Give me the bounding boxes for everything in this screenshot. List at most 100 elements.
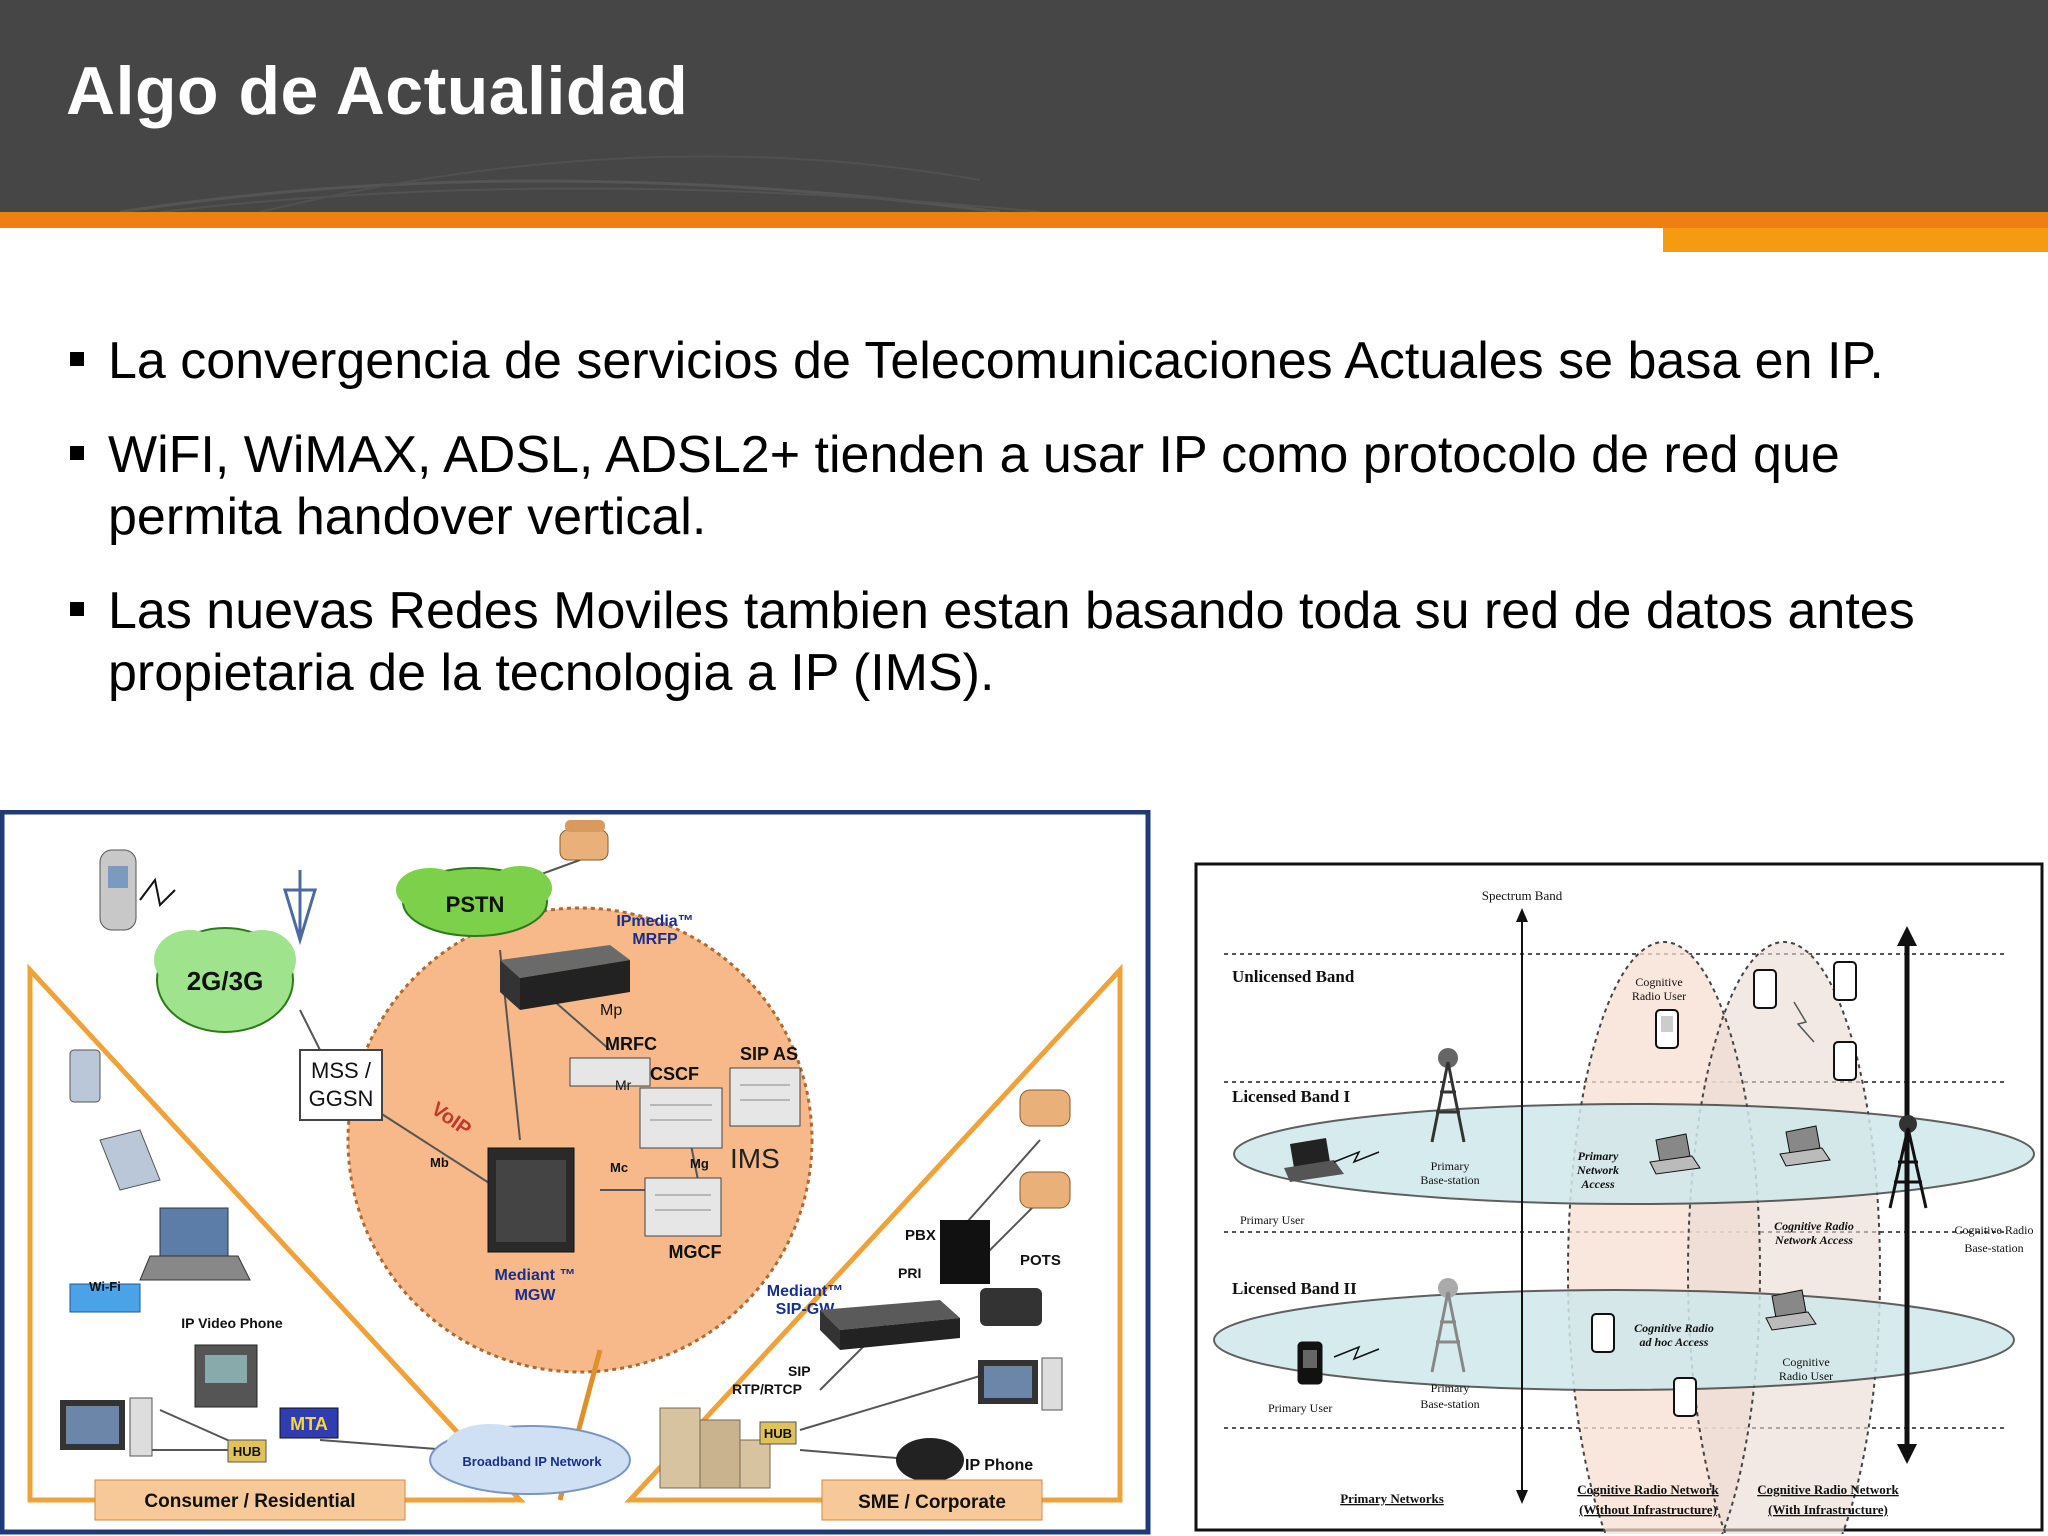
wireless-signal-icon — [139, 877, 176, 908]
unlicensed-band-label: Unlicensed Band — [1232, 967, 1355, 986]
mg-label: Mg — [690, 1156, 709, 1171]
analog-phone-icon — [1019, 1089, 1071, 1127]
mgcf-server-icon — [644, 1177, 722, 1237]
primary-access-label-2: Network — [1576, 1163, 1619, 1177]
mediant-mgw-label: Mediant ™ — [495, 1267, 576, 1284]
cognitive-radio-diagram: Spectrum Band Unlicensed Band Licensed B… — [1194, 862, 2046, 1534]
bullet-text: WiFI, WiMAX, ADSL, ADSL2+ tienden a usar… — [108, 426, 1840, 546]
primary-user2-label: Primary User — [1268, 1401, 1332, 1415]
wireless-link-icon — [1333, 1150, 1380, 1164]
cr-adhoc-label-2: ad hoc Access — [1640, 1335, 1709, 1349]
desktop-pc-icon — [60, 1397, 153, 1457]
pbx-icon — [940, 1220, 990, 1284]
bullet-item: WiFI, WiMAX, ADSL, ADSL2+ tienden a usar… — [70, 424, 1990, 548]
primary-bs2-label: Primary — [1431, 1381, 1470, 1395]
crn-without-label: Cognitive Radio Network — [1577, 1482, 1719, 1497]
bullet-square-icon — [70, 602, 84, 616]
cr-user-bottom-label-2: Radio User — [1779, 1369, 1833, 1383]
pda-icon — [1833, 1041, 1857, 1081]
broadband-label: Broadband IP Network — [462, 1454, 602, 1469]
laptop-icon — [139, 1207, 251, 1281]
cr-user-bottom-label: Cognitive — [1782, 1355, 1829, 1369]
pda-icon — [1673, 1377, 1697, 1417]
wireless-link-icon — [1333, 1345, 1380, 1361]
ip-phone-icon — [896, 1438, 964, 1482]
pda-icon — [1753, 969, 1777, 1009]
mss-ggsn-box — [299, 1049, 383, 1121]
primary-base-station-icon — [1430, 1278, 1466, 1373]
pots-label: POTS — [1020, 1252, 1061, 1269]
sip-label: SIP — [788, 1363, 811, 1379]
primary-bs1-label-2: Base-station — [1420, 1173, 1479, 1187]
mrfc-label: MRFC — [605, 1034, 657, 1054]
broadband-cloud-icon — [429, 1424, 631, 1495]
pri-label: PRI — [898, 1265, 921, 1281]
primary-access-label-3: Access — [1580, 1177, 1615, 1191]
pda-icon — [1833, 961, 1857, 1001]
cell-label: 2G/3G — [187, 966, 264, 996]
cr-bs-label: Cognitive Radio — [1955, 1223, 2034, 1237]
primary-bs1-label: Primary — [1431, 1159, 1470, 1173]
sip-as-server-icon — [729, 1067, 801, 1127]
laptop-icon — [1649, 1133, 1701, 1175]
mss-label: MSS / — [311, 1058, 372, 1083]
pda-icon — [1297, 1341, 1323, 1385]
slide-header: Algo de Actualidad — [0, 0, 2048, 212]
licensed-band-1-label: Licensed Band I — [1232, 1087, 1350, 1106]
ip-phone-label: IP Phone — [965, 1457, 1033, 1474]
ipmedia-label: IPmedia™ — [616, 913, 693, 930]
primary-user1-label: Primary User — [1240, 1213, 1304, 1227]
pbx-label: PBX — [905, 1227, 936, 1244]
mta-label: MTA — [290, 1414, 328, 1434]
sip-gateway-icon — [820, 1300, 960, 1350]
desk-phone-icon — [980, 1288, 1042, 1326]
bullet-square-icon — [70, 352, 84, 366]
ims-label: IMS — [730, 1143, 780, 1174]
bullet-square-icon — [70, 446, 84, 460]
laptop-icon — [1284, 1138, 1344, 1182]
primary-networks-label: Primary Networks — [1340, 1491, 1444, 1506]
bullet-item: Las nuevas Redes Moviles tambien estan b… — [70, 580, 1990, 704]
handheld-icon — [99, 1129, 161, 1191]
ims-circle — [346, 906, 814, 1374]
header-swoosh-decoration — [119, 155, 1041, 212]
licensed-band-2-label: Licensed Band II — [1232, 1279, 1357, 1298]
mta-box — [279, 1407, 339, 1439]
rtp-label: RTP/RTCP — [732, 1381, 802, 1397]
cr-net-access-label-2: Network Access — [1774, 1233, 1853, 1247]
cr-user-top-label-2: Radio User — [1632, 989, 1686, 1003]
mobile-phone-icon — [99, 849, 137, 931]
header-orange-bar — [0, 212, 2048, 228]
sip-as-label: SIP AS — [740, 1044, 798, 1064]
hub-left-label: HUB — [233, 1444, 261, 1459]
ims-convergence-diagram: PSTN 2G/3G MSS / GGSN VoIP Mb IPmedia™ M… — [0, 810, 1152, 1536]
mp-label: Mp — [600, 1002, 622, 1019]
wifi-router-icon — [69, 1283, 141, 1313]
cscf-label: CSCF — [650, 1064, 699, 1084]
desktop-pc-icon — [978, 1357, 1063, 1411]
mgcf-label: MGCF — [669, 1242, 722, 1262]
pstn-cloud-icon — [396, 866, 552, 937]
pda-icon — [69, 1049, 101, 1103]
mediant-sip-label: Mediant™ — [767, 1283, 843, 1300]
cr-bs-label-2: Base-station — [1964, 1241, 2023, 1255]
cr-adhoc-label: Cognitive Radio — [1634, 1321, 1714, 1335]
pstn-label: PSTN — [446, 892, 505, 917]
mrfp-server-icon — [500, 945, 630, 1010]
ggsn-label: GGSN — [309, 1086, 374, 1111]
laptop-icon — [1779, 1125, 1831, 1167]
sme-label: SME / Corporate — [858, 1492, 1006, 1513]
cell-tower-icon — [282, 870, 318, 946]
mgw-label: MGW — [515, 1287, 557, 1304]
mr-label: Mr — [615, 1077, 632, 1093]
cognitive-radio-base-station-icon — [1888, 1115, 1928, 1209]
pda-icon — [1591, 1313, 1615, 1353]
primary-access-label: Primary — [1578, 1149, 1619, 1163]
cr-net-access-label: Cognitive Radio — [1774, 1219, 1854, 1233]
analog-phone-icon — [1019, 1171, 1071, 1209]
hub-right-box — [759, 1421, 797, 1445]
bullet-list: La convergencia de servicios de Telecomu… — [70, 330, 1990, 736]
bullet-item: La convergencia de servicios de Telecomu… — [70, 330, 1990, 392]
video-phone-icon — [194, 1344, 258, 1408]
mrfc-server-icon — [569, 1057, 651, 1087]
